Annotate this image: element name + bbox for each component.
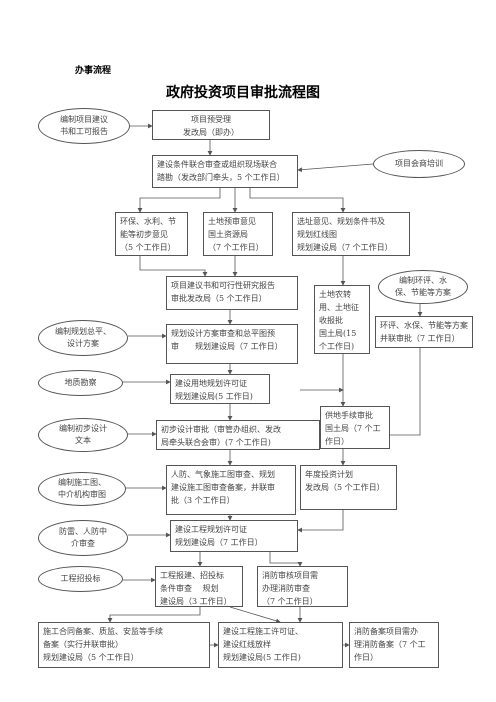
arrow-meeting-to-inspect bbox=[297, 163, 374, 173]
arrow-engpermit-to-fire bbox=[269, 552, 303, 567]
box-prelim-design: 初步设计审批（审管办组织、发改 局牵头联合会审）(7 个工作日) bbox=[156, 420, 320, 450]
oval-meeting: 项目会商培训 bbox=[373, 150, 465, 178]
arrow-bidding-to-construction bbox=[229, 606, 281, 624]
oval-bid: 工程招投标 bbox=[38, 566, 123, 592]
box-eng-permit: 建设工程规划许可证 规划建设局（7 工作日） bbox=[170, 520, 298, 552]
box-site-inspect: 建设条件联合审查或组织现场联合 踏勘（发改部门牵头，5 个工作日） bbox=[152, 155, 298, 188]
arrow-env-to-feasibility bbox=[139, 256, 208, 277]
oval-lightning: 防雷、人防中 介审查 bbox=[38, 520, 128, 556]
box-proj-approval: 项目预受理 发改局（即办） bbox=[152, 110, 270, 140]
box-env-joint: 环评、水保、节能等方案 并联审批（7 工作日） bbox=[375, 316, 473, 348]
box-bidding: 工程报建、招投标 条件审查 规划 建设局（3 工作日） bbox=[155, 566, 243, 607]
box-land-supply: 供地手续审批 国土局（7 个工 作日） bbox=[320, 406, 390, 449]
box-fire-review: 消防审核项目需 办理消防审查 （7 个工作日） bbox=[257, 566, 348, 607]
oval-drawing: 编制施工图、 中介机构审图 bbox=[38, 472, 126, 506]
box-construction: 建设工程施工许可证、 建设红线放样 规划建设局(5 工作日) bbox=[218, 622, 343, 668]
arrow-bidding-to-contract bbox=[107, 607, 201, 623]
box-feasibility: 项目建议书和可行性研究报告 审批发改局（5 个工作日） bbox=[166, 276, 298, 310]
arrow-inspect-to-site bbox=[249, 188, 346, 213]
box-land-permit: 建设用地规划许可证 规划建设局(5 工作日) bbox=[170, 374, 270, 404]
box-contract: 施工合同备案、质监、安监等手续 备案（实行并联审批） 规划建设局（5 个工作日） bbox=[38, 622, 210, 668]
oval-proposal: 编制项目建议 书和工可报告 bbox=[38, 108, 130, 144]
box-annual-plan: 年度投资计划 发改局（5 个工作日） bbox=[300, 465, 397, 510]
box-land-convert: 土地农转 用、土地征 收报批 国土局(15 个工作日) bbox=[314, 285, 370, 354]
box-land-pre: 土地预审意见 国土资源局 （7 个工作日） bbox=[203, 212, 273, 256]
box-civil-air: 人防、气象施工图审查、规划 建设施工图审查备案，并联审 批（3 个工作日） bbox=[166, 465, 296, 515]
oval-planning: 编制规划总平、 设计方案 bbox=[38, 320, 128, 356]
oval-survey: 地质勘察 bbox=[38, 370, 123, 396]
box-env-water: 环保、水利、节 能等初步意见 （5 个工作日） bbox=[115, 212, 188, 256]
arrow-inspect-to-env bbox=[137, 188, 221, 213]
box-design-review: 规划设计方案审查和总平图预 审 规划建设局（7 工作日） bbox=[166, 324, 298, 364]
oval-prelim: 编制初步设计 文本 bbox=[38, 418, 128, 452]
page-title: 政府投资项目审批流程图 bbox=[166, 85, 320, 101]
oval-env-plan: 编制环评、水 保、节能等方案 bbox=[378, 270, 468, 304]
page-heading: 办事流程 bbox=[75, 66, 112, 76]
arrow-annual-to-engpermit bbox=[297, 510, 344, 533]
box-site-select: 选址意见、规划条件书及 规划红线图 规划建设局（7 个工作日） bbox=[292, 212, 410, 256]
box-fire-record: 消防备案项目需办 理消防备案（7 个工 作日） bbox=[349, 622, 439, 668]
